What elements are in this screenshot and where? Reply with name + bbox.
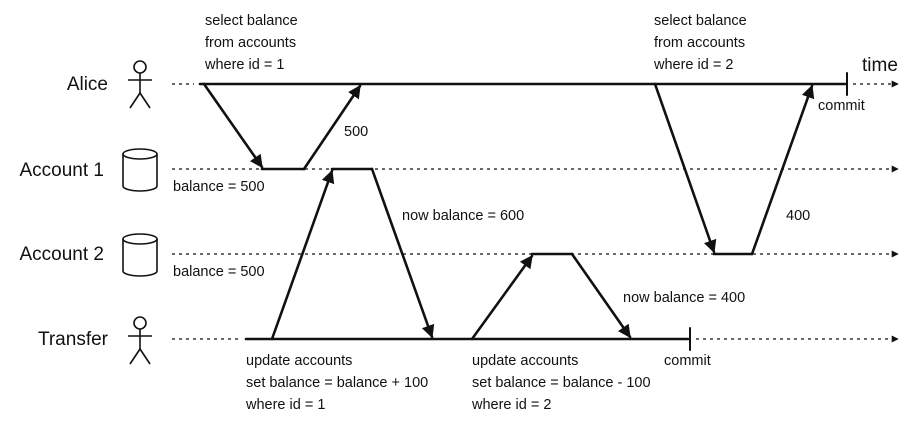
alice-query1-line2: from accounts [205,35,296,51]
transfer-update2-line3: where id = 2 [471,397,551,413]
account2-new-balance-label: now balance = 400 [623,290,745,306]
alice-query1-line1: select balance [205,13,298,29]
account2-balance-label: balance = 500 [173,264,265,280]
transfer-update1-text: update accounts set balance = balance + … [245,353,432,413]
lane-label-account2: Account 2 [20,244,105,265]
transfer-update1-request-arrow [270,169,335,341]
alice-result2-label: 400 [786,208,810,224]
transfer-update1-response-arrow [370,167,435,339]
alice-query1-text: select balance from accounts where id = … [204,13,302,73]
transfer-update1-line1: update accounts [246,353,352,369]
transfer-update2-line2: set balance = balance - 100 [472,375,651,391]
transfer-update2-text: update accounts set balance = balance - … [471,353,655,413]
alice-query2-line2: from accounts [654,35,745,51]
transfer-update1-line2: set balance = balance + 100 [246,375,428,391]
transfer-commit-label: commit [664,353,711,369]
lane-label-account1: Account 1 [20,160,105,181]
lane-label-alice: Alice [67,74,108,95]
alice-commit-label: commit [818,98,865,114]
alice-result1-label: 500 [344,124,368,140]
transfer-update2-line1: update accounts [472,353,578,369]
alice-query2-line3: where id = 2 [653,57,733,73]
database-icon-account1 [122,148,158,192]
person-icon-transfer [128,316,152,365]
alice-read2-response-arrow [750,84,815,256]
time-axis-label: time [862,55,898,76]
transfer-update2-response-arrow [570,252,632,339]
alice-query1-line3: where id = 1 [204,57,284,73]
alice-query2-line1: select balance [654,13,747,29]
lane-label-transfer: Transfer [38,329,109,350]
alice-read1-response-arrow [302,84,362,171]
alice-query2-text: select balance from accounts where id = … [653,13,751,73]
alice-read2-request-arrow [653,82,717,254]
person-icon-alice [128,60,152,109]
account1-balance-label: balance = 500 [173,179,265,195]
database-icon-account2 [122,233,158,277]
transfer-update1-line3: where id = 1 [245,397,325,413]
alice-read1-request-arrow [202,82,264,169]
account1-new-balance-label: now balance = 600 [402,208,524,224]
transfer-update2-request-arrow [470,254,534,341]
